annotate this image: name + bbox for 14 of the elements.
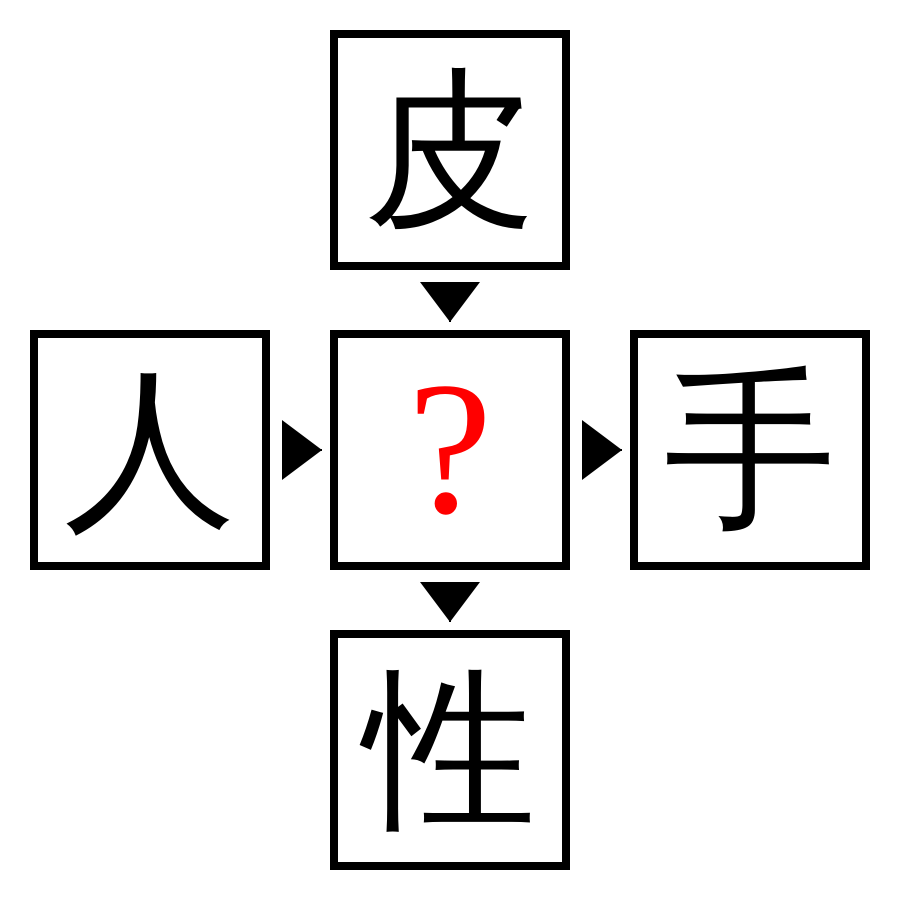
hanzi-character: 性 — [356, 654, 544, 846]
character-box — [330, 30, 570, 270]
hanzi-character: 皮 — [363, 54, 537, 246]
hanzi-character: 手 — [663, 354, 837, 546]
arrow — [420, 282, 480, 322]
character-box — [330, 330, 570, 570]
character-box — [630, 330, 870, 570]
question-mark: ? — [406, 350, 494, 550]
character-box — [30, 330, 270, 570]
arrow — [420, 582, 480, 622]
character-box — [330, 630, 570, 870]
arrow — [582, 420, 622, 480]
arrow — [282, 420, 322, 480]
hanzi-character: 人 — [63, 354, 237, 546]
